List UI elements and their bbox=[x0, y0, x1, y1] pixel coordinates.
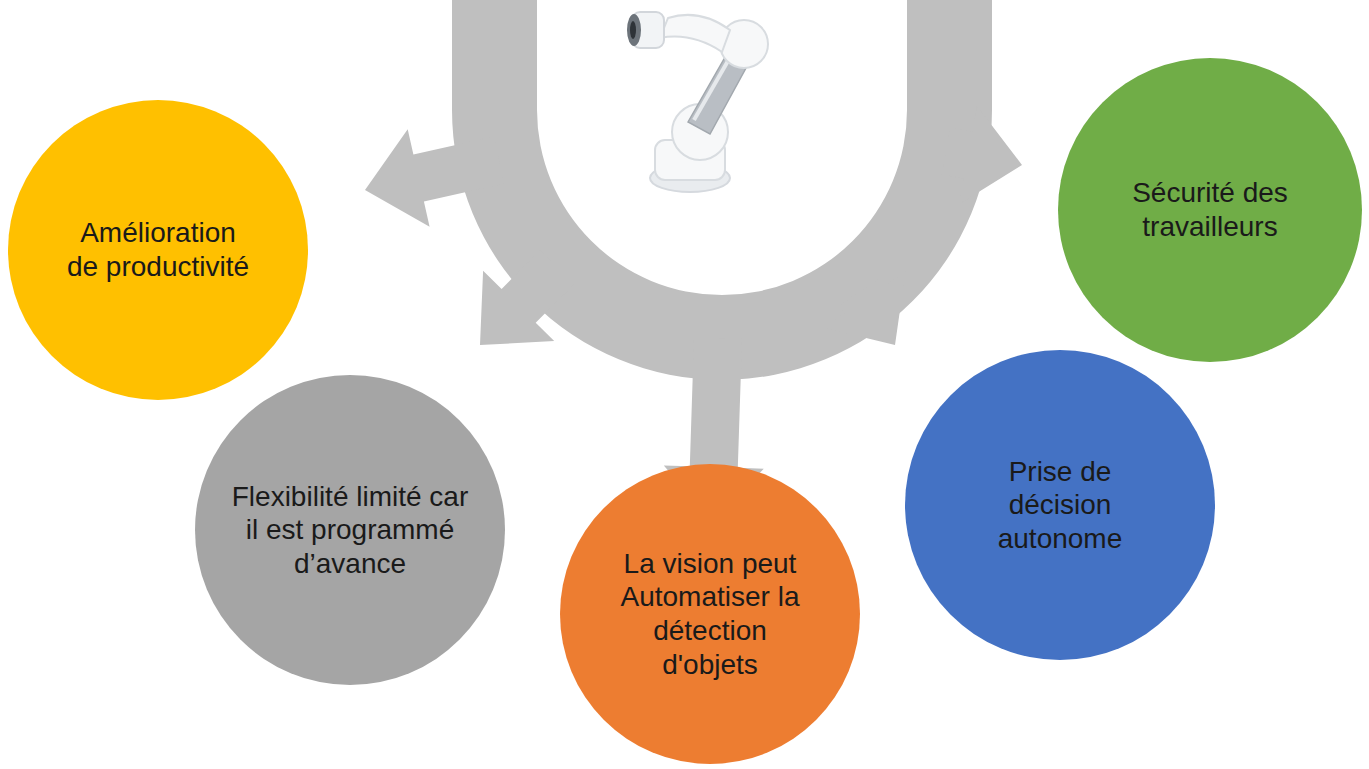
circle-shape bbox=[8, 100, 308, 400]
circle-fill bbox=[195, 375, 505, 685]
text-holder: Flexibilité limité car il est programmé … bbox=[230, 480, 470, 581]
gear-arrow bbox=[365, 129, 504, 227]
half-ring bbox=[452, 0, 992, 380]
text-holder: La vision peut Automatiser la détection … bbox=[615, 547, 805, 681]
circle-node: Prise de décision autonome bbox=[905, 350, 1215, 660]
circle-shape bbox=[560, 464, 860, 764]
gear-arrow bbox=[942, 106, 1022, 204]
node-label: Prise de décision autonome bbox=[965, 455, 1155, 556]
circle-fill bbox=[905, 350, 1215, 660]
circle-node: Flexibilité limité car il est programmé … bbox=[195, 375, 505, 685]
circle-fill bbox=[1058, 58, 1362, 362]
node-label: La vision peut Automatiser la détection … bbox=[615, 547, 805, 681]
gear-arrow bbox=[480, 250, 574, 345]
node-label: Flexibilité limité car il est programmé … bbox=[230, 480, 470, 581]
node-label: Amélioration de productivité bbox=[63, 216, 253, 283]
gear-ring bbox=[452, 0, 992, 380]
robot-arm bbox=[627, 12, 768, 192]
circle-shape bbox=[1058, 58, 1362, 362]
circle-node: Sécurité des travailleurs bbox=[1058, 58, 1362, 362]
circle-fill bbox=[560, 464, 860, 764]
text-holder: Prise de décision autonome bbox=[965, 455, 1155, 556]
circle-node: Amélioration de productivité bbox=[8, 100, 308, 400]
circle-node: La vision peut Automatiser la détection … bbox=[560, 464, 860, 764]
circle-fill bbox=[8, 100, 308, 400]
text-holder: Amélioration de productivité bbox=[63, 216, 253, 283]
node-label: Sécurité des travailleurs bbox=[1110, 176, 1310, 243]
text-holder: Sécurité des travailleurs bbox=[1110, 176, 1310, 243]
gear-arrow bbox=[823, 271, 906, 345]
